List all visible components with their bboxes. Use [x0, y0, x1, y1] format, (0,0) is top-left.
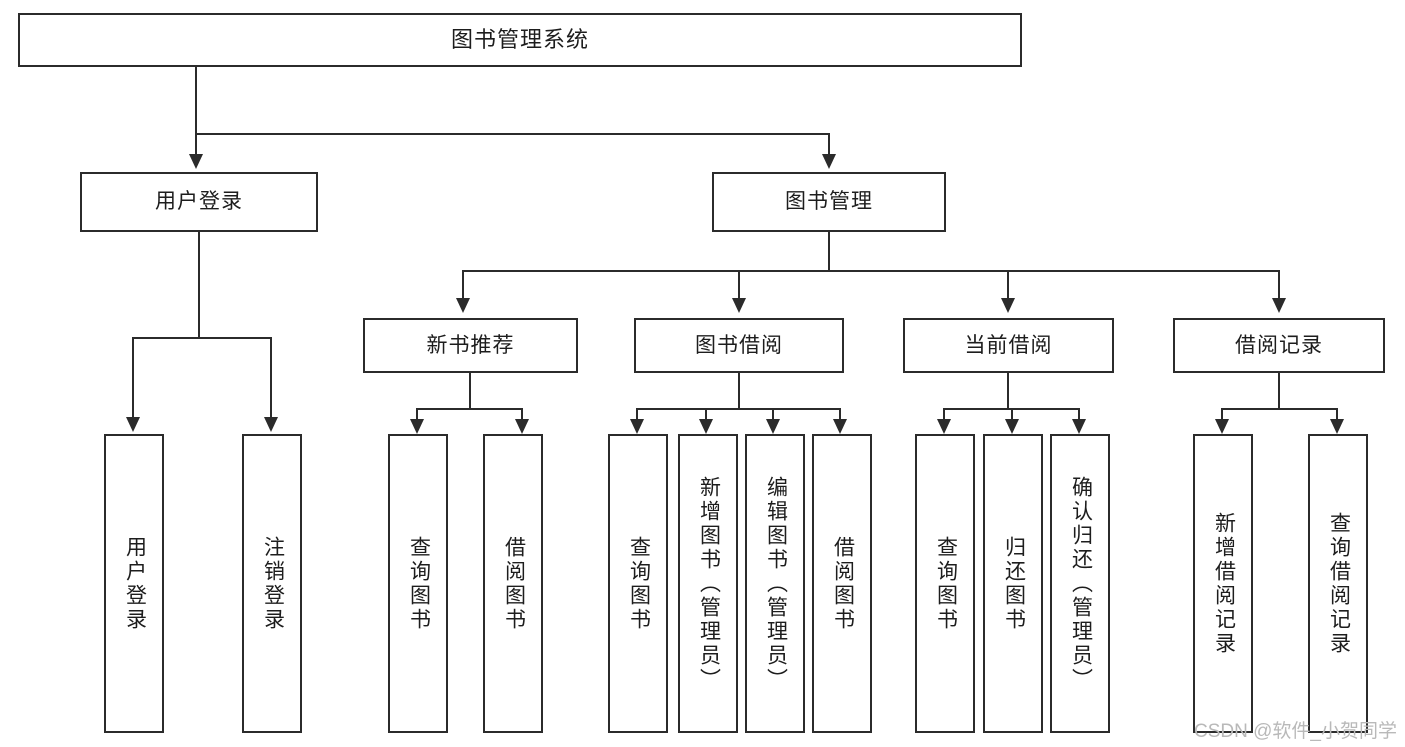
node-label: 借阅图书 [831, 535, 855, 632]
node-label: 注销登录 [261, 535, 285, 632]
connector-records-bar [1222, 408, 1338, 410]
arrowhead-borrow-to-leaf1 [630, 419, 644, 434]
arrowhead-root-to-login [189, 154, 203, 169]
node-label: 查询图书 [934, 535, 958, 632]
leaf-borrow-books-borrow[interactable]: 借阅图书 [812, 434, 872, 733]
arrowhead-newbook-to-leaf1 [410, 419, 424, 434]
arrowhead-records-to-leaf2 [1330, 419, 1344, 434]
node-label: 用户登录 [155, 190, 243, 214]
node-label: 查询借阅记录 [1327, 511, 1351, 656]
connector-root-stem [195, 67, 197, 134]
arrowhead-bookmgmt-to-records [1272, 298, 1286, 313]
arrowhead-borrow-to-leaf3 [766, 419, 780, 434]
arrowhead-current-to-leaf2 [1005, 419, 1019, 434]
connector-newbook-bar [417, 408, 523, 410]
connector-newbook-stem [469, 373, 471, 409]
arrowhead-login-to-leaf2 [264, 417, 278, 432]
arrowhead-bookmgmt-to-new-books [456, 298, 470, 313]
connector-newbook-to-leaf1 [416, 408, 418, 421]
connector-current-stem [1007, 373, 1009, 409]
connector-bookmgmt-to-borrow [738, 270, 740, 300]
arrowhead-root-to-bookmgmt [822, 154, 836, 169]
node-label: 查询图书 [627, 535, 651, 632]
leaf-query-borrow-record[interactable]: 查询借阅记录 [1308, 434, 1368, 733]
node-label: 图书管理系统 [450, 26, 589, 52]
connector-login-to-leaf2 [270, 337, 272, 419]
leaf-logout[interactable]: 注销登录 [242, 434, 302, 733]
arrowhead-borrow-to-leaf4 [833, 419, 847, 434]
arrowhead-current-to-leaf3 [1072, 419, 1086, 434]
connector-login-bar [133, 337, 271, 339]
connector-borrow-to-leaf1 [636, 408, 638, 421]
connector-root-bar [196, 133, 830, 135]
connector-bookmgmt-stem [828, 232, 830, 271]
arrowhead-bookmgmt-to-borrow [732, 298, 746, 313]
arrowhead-current-to-leaf1 [937, 419, 951, 434]
leaf-query-books-current[interactable]: 查询图书 [915, 434, 975, 733]
leaf-edit-book-admin[interactable]: 编辑图书（管理员） [745, 434, 805, 733]
node-label: 新书推荐 [426, 333, 515, 357]
node-label: 编辑图书（管理员） [764, 475, 788, 692]
connector-borrow-stem [738, 373, 740, 409]
connector-records-to-leaf1 [1221, 408, 1223, 421]
node-label: 查询图书 [407, 535, 431, 632]
leaf-query-books-newbook[interactable]: 查询图书 [388, 434, 448, 733]
node-label: 图书管理 [785, 190, 873, 214]
node-label: 归还图书 [1002, 535, 1026, 632]
connector-login-stem [198, 232, 200, 338]
connector-borrow-to-leaf4 [839, 408, 841, 421]
leaf-borrow-books-newbook[interactable]: 借阅图书 [483, 434, 543, 733]
arrowhead-newbook-to-leaf2 [515, 419, 529, 434]
node-label: 当前借阅 [964, 333, 1053, 357]
connector-bookmgmt-to-records [1278, 270, 1280, 300]
node-current-borrow[interactable]: 当前借阅 [903, 318, 1114, 373]
connector-newbook-to-leaf2 [521, 408, 523, 421]
connector-bookmgmt-to-current [1007, 270, 1009, 300]
node-label: 确认归还（管理员） [1069, 475, 1093, 692]
node-book-borrow[interactable]: 图书借阅 [634, 318, 844, 373]
connector-current-to-leaf2 [1011, 408, 1013, 421]
node-book-management[interactable]: 图书管理 [712, 172, 946, 232]
connector-root-to-login [195, 133, 197, 156]
node-borrow-records[interactable]: 借阅记录 [1173, 318, 1385, 373]
connector-bookmgmt-to-new-books [462, 270, 464, 300]
connector-borrow-to-leaf3 [772, 408, 774, 421]
arrowhead-login-to-leaf1 [126, 417, 140, 432]
node-label: 新增借阅记录 [1212, 511, 1236, 656]
leaf-return-books[interactable]: 归还图书 [983, 434, 1043, 733]
node-label: 借阅图书 [502, 535, 526, 632]
connector-current-to-leaf1 [943, 408, 945, 421]
connector-records-to-leaf2 [1336, 408, 1338, 421]
leaf-query-books-borrow[interactable]: 查询图书 [608, 434, 668, 733]
connector-current-to-leaf3 [1078, 408, 1080, 421]
arrowhead-borrow-to-leaf2 [699, 419, 713, 434]
leaf-add-book-admin[interactable]: 新增图书（管理员） [678, 434, 738, 733]
arrowhead-bookmgmt-to-current [1001, 298, 1015, 313]
connector-records-stem [1278, 373, 1280, 409]
node-root-library-system[interactable]: 图书管理系统 [18, 13, 1022, 67]
connector-bookmgmt-bar [463, 270, 1280, 272]
node-label: 用户登录 [123, 535, 147, 632]
leaf-confirm-return-admin[interactable]: 确认归还（管理员） [1050, 434, 1110, 733]
connector-borrow-to-leaf2 [705, 408, 707, 421]
leaf-add-borrow-record[interactable]: 新增借阅记录 [1193, 434, 1253, 733]
arrowhead-records-to-leaf1 [1215, 419, 1229, 434]
connector-root-to-bookmgmt [828, 133, 830, 156]
node-label: 新增图书（管理员） [697, 475, 721, 692]
node-label: 借阅记录 [1235, 333, 1323, 357]
node-new-book-recommend[interactable]: 新书推荐 [363, 318, 578, 373]
node-label: 图书借阅 [695, 333, 783, 357]
connector-login-to-leaf1 [132, 337, 134, 419]
node-user-login[interactable]: 用户登录 [80, 172, 318, 232]
leaf-user-login[interactable]: 用户登录 [104, 434, 164, 733]
watermark-text: CSDN @软件_小贺同学 [1194, 721, 1397, 742]
connector-borrow-bar [637, 408, 841, 410]
